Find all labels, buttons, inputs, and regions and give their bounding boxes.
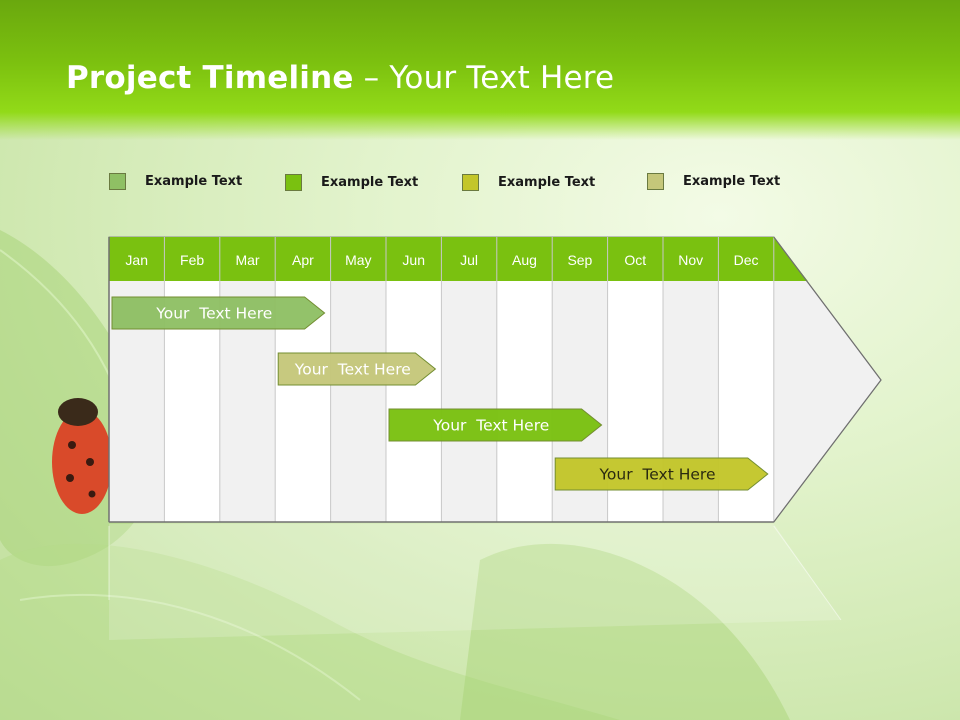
month-label-nov: Nov — [678, 252, 703, 268]
timeline-reflection — [109, 524, 841, 640]
legend-swatch-4 — [647, 172, 664, 190]
title-bold: Project Timeline — [66, 60, 354, 96]
month-label-oct: Oct — [624, 252, 646, 268]
month-label-jun: Jun — [402, 252, 425, 268]
legend-swatch-1 — [109, 172, 126, 190]
legend-label-2: Example Text — [321, 174, 419, 190]
month-column — [496, 281, 553, 522]
legend-item-4: Example Text — [647, 171, 780, 191]
legend-label-1: Example Text — [145, 173, 243, 189]
legend-item-2: Example Text — [285, 172, 418, 192]
month-label-sep: Sep — [567, 252, 592, 268]
task-bar — [111, 296, 326, 330]
task-bar-label: Your Text Here — [155, 305, 272, 323]
month-label-may: May — [345, 252, 371, 268]
legend-label-4: Example Text — [683, 173, 781, 189]
legend-swatch-3 — [462, 173, 479, 191]
title-rest: – Your Text Here — [353, 60, 615, 96]
legend-item-3: Example Text — [462, 172, 595, 192]
legend-swatch-2 — [285, 173, 302, 191]
month-column — [330, 281, 386, 522]
header-band — [0, 0, 960, 140]
task-bar-label: Your Text Here — [432, 417, 549, 435]
task-bar — [388, 408, 603, 442]
page-title: Project Timeline – Your Text Here — [66, 60, 614, 96]
legend-label-3: Example Text — [498, 174, 596, 190]
month-label-feb: Feb — [180, 252, 204, 268]
month-label-dec: Dec — [734, 252, 759, 268]
task-bar — [277, 352, 437, 386]
month-column — [441, 281, 497, 522]
task-bar — [554, 457, 769, 491]
month-label-jul: Jul — [460, 252, 478, 268]
month-column — [386, 281, 442, 522]
ladybug-icon — [52, 398, 112, 514]
task-bar-label: Your Text Here — [599, 466, 716, 484]
month-label-apr: Apr — [292, 252, 314, 268]
reflection-edge-right — [773, 525, 842, 621]
month-label-mar: Mar — [235, 252, 259, 268]
month-label-aug: Aug — [512, 252, 537, 268]
timeline-arrow-outline — [773, 236, 882, 523]
legend-item-1: Example Text — [109, 171, 242, 191]
task-bar-label: Your Text Here — [294, 361, 411, 379]
month-label-jan: Jan — [125, 252, 148, 268]
